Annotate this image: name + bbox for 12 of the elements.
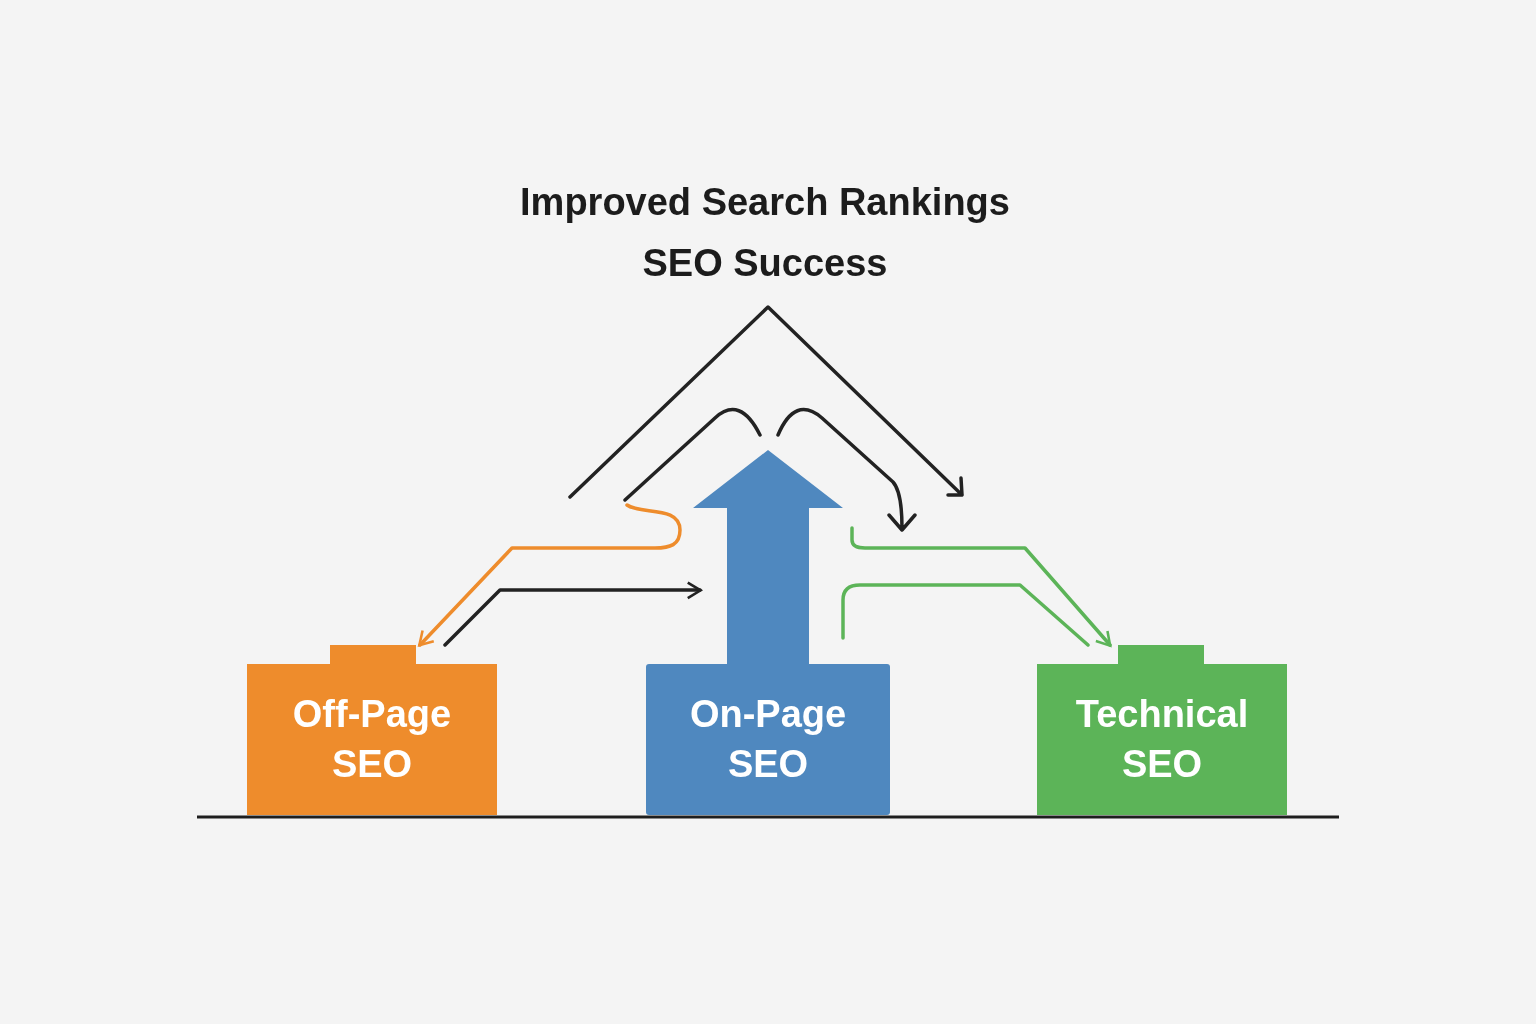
arrow [443, 582, 702, 647]
box-label: On-Page SEO [688, 692, 848, 787]
box-label: Off-Page SEO [291, 692, 453, 787]
pillar-box [646, 664, 890, 815]
folder-shape [247, 645, 497, 815]
block-arrow [693, 450, 843, 664]
box-label: Technical SEO [1074, 692, 1250, 787]
arrow [850, 526, 1112, 647]
subtitle-text: SEO Success [642, 240, 888, 286]
folder-shape [1037, 645, 1287, 815]
arrow [418, 503, 682, 647]
title-text: Improved Search Rankings [520, 179, 1010, 225]
